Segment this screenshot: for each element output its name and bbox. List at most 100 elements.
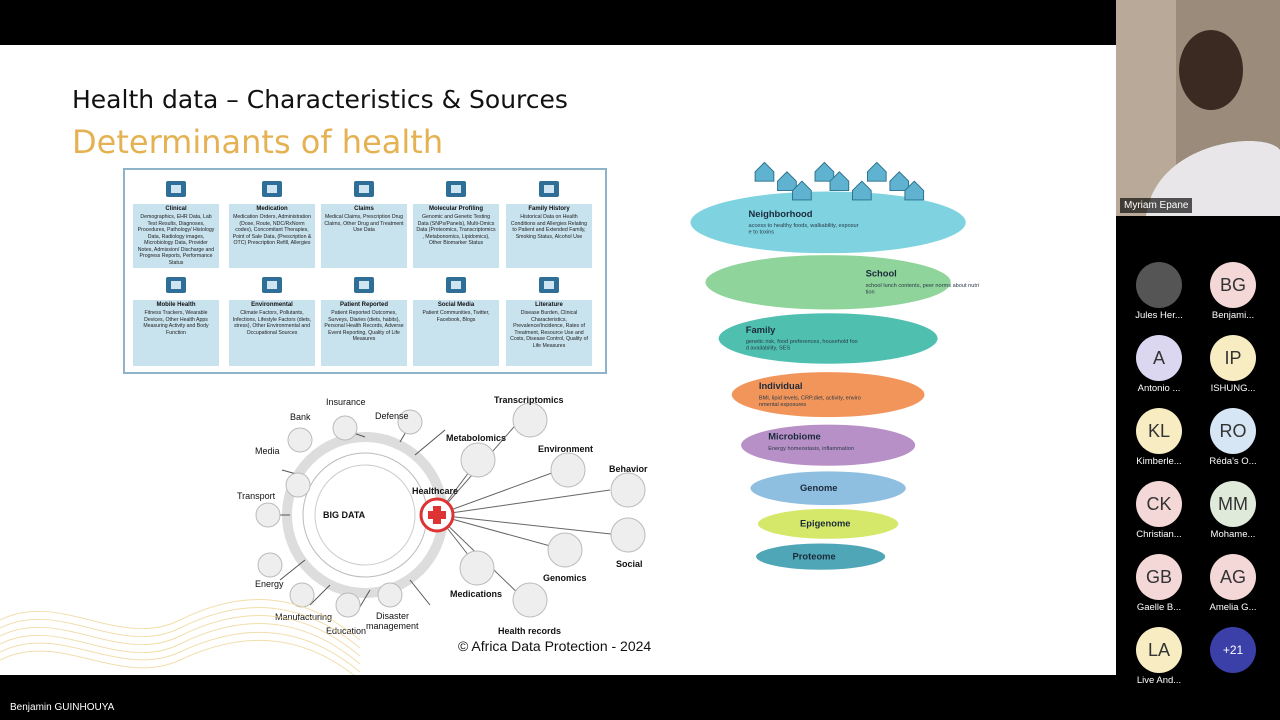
participant-name: Benjami... xyxy=(1211,310,1255,321)
social-label: Social xyxy=(616,559,643,569)
manufacturing-label: Manufacturing xyxy=(275,612,333,622)
funnel-layer-description: access to healthy foods, walkability, ex… xyxy=(749,223,859,229)
funnel-layer xyxy=(756,506,901,541)
funnel-layer-description-cont: nmental exposures xyxy=(759,402,807,408)
funnel-layer xyxy=(748,469,908,507)
participant-tile[interactable]: MM Mohame... xyxy=(1198,481,1268,547)
participant-name: Amelia G... xyxy=(1209,602,1257,613)
funnel-layer-title: School xyxy=(866,269,897,279)
genomics-label: Genomics xyxy=(543,573,587,583)
presenter-name: Benjamin GUINHOUYA xyxy=(10,702,115,713)
funnel-layer xyxy=(754,541,888,572)
houses-illustration xyxy=(754,161,925,201)
participant-avatar xyxy=(1136,262,1182,308)
participant-tile[interactable]: A Antonio ... xyxy=(1124,335,1194,401)
participant-avatar: CK xyxy=(1136,481,1182,527)
funnel-layer-description-cont: d availability, SES xyxy=(746,346,791,352)
medications-label: Medications xyxy=(450,589,503,599)
funnel-layer-title: Family xyxy=(746,325,776,335)
source-heading: Social Media xyxy=(437,302,475,308)
participant-avatar: RO xyxy=(1210,408,1256,454)
participant-tile[interactable]: BG Benjami... xyxy=(1198,262,1268,328)
shared-slide: Health data – Characteristics & Sources … xyxy=(0,45,1116,675)
video-person-figure xyxy=(1116,0,1280,216)
insurance-label: Insurance xyxy=(326,397,366,407)
decorative-wave xyxy=(0,599,360,675)
slide-title: Health data – Characteristics & Sources xyxy=(72,85,568,114)
participant-name: Mohame... xyxy=(1210,529,1256,540)
funnel-layer-description: Energy homeostasis, inflammation xyxy=(768,446,854,452)
source-heading: Medication xyxy=(256,206,288,212)
self-name-tag: Myriam Epane xyxy=(1120,198,1193,213)
participant-name: Jules Her... xyxy=(1135,310,1183,321)
participant-avatar: MM xyxy=(1210,481,1256,527)
big-data-label: BIG DATA xyxy=(323,510,366,520)
slide-subtitle: Determinants of health xyxy=(72,123,444,161)
metabolomics-label: Metabolomics xyxy=(446,433,507,443)
funnel-layer-description-cont: tion xyxy=(866,290,875,296)
bottom-black-bar xyxy=(0,675,1116,720)
health-records-label: Health records xyxy=(498,626,562,636)
prescription-icon xyxy=(259,178,285,200)
bank-label: Bank xyxy=(290,412,311,422)
funnel-layer-title: Epigenome xyxy=(800,519,850,529)
dna-icon xyxy=(443,178,469,200)
twitter-icon xyxy=(443,274,469,296)
source-description: Fitness Trackers, Wearable Devices, Othe… xyxy=(143,310,209,336)
source-heading: Literature xyxy=(535,302,563,308)
big-data-diagram xyxy=(255,402,646,618)
disaster-label: Disaster xyxy=(376,611,410,621)
participant-avatar: A xyxy=(1136,335,1182,381)
phone-heart-icon xyxy=(163,274,189,296)
source-heading: Family History xyxy=(528,206,570,212)
source-description: Medication Orders, Administration (Dose,… xyxy=(232,214,312,246)
transcriptomics-label: Transcriptomics xyxy=(494,395,564,405)
source-heading: Mobile Health xyxy=(156,302,196,308)
participant-avatar: IP xyxy=(1210,335,1256,381)
funnel-layer-description: genetic risk, food preferences, househol… xyxy=(746,339,858,345)
participant-tile[interactable]: IP ISHUNG... xyxy=(1198,335,1268,401)
funnel-layer-description: BMI, lipid levels, CRP,diet, activity, e… xyxy=(759,395,861,401)
source-description: Demographics, EHR Data, Lab Test Results… xyxy=(137,214,215,266)
defense-label: Defense xyxy=(375,411,409,421)
globe-icon xyxy=(259,274,285,296)
funnel-layer xyxy=(729,370,927,419)
media-label: Media xyxy=(255,446,280,456)
participant-avatar: KL xyxy=(1136,408,1182,454)
monitor-icon xyxy=(351,274,377,296)
funnel-layer-title: Neighborhood xyxy=(749,209,813,219)
management-label: management xyxy=(366,621,419,631)
participant-tile[interactable]: +21 xyxy=(1198,627,1268,693)
behavior-label: Behavior xyxy=(609,464,648,474)
participants-panel: Jules Her... BG Benjami... A Antonio ... IP IS… xyxy=(1116,216,1280,720)
funnel-layer-title: Individual xyxy=(759,381,803,391)
participant-tile[interactable]: Jules Her... xyxy=(1124,262,1194,328)
participant-name: Gaelle B... xyxy=(1136,602,1182,613)
participant-avatar: LA xyxy=(1136,627,1182,673)
participant-avatar: +21 xyxy=(1210,627,1256,673)
participant-name: ISHUNG... xyxy=(1210,383,1256,394)
participant-tile[interactable]: CK Christian... xyxy=(1124,481,1194,547)
source-heading: Environmental xyxy=(251,302,293,308)
energy-label: Energy xyxy=(255,579,284,589)
funnel-layer xyxy=(716,311,940,366)
funnel-layer xyxy=(703,253,953,312)
source-description: Historical Data on Health Conditions and… xyxy=(510,214,588,240)
participant-name: Antonio ... xyxy=(1137,383,1181,394)
self-video-tile[interactable] xyxy=(1116,0,1280,216)
participant-avatar: BG xyxy=(1210,262,1256,308)
source-description: Disease Burden, Clinical Characteristics… xyxy=(510,310,588,349)
participant-name: Christian... xyxy=(1136,529,1182,540)
source-description: Patient Communities, Twitter, Facebook, … xyxy=(422,310,490,323)
source-heading: Clinical xyxy=(165,206,187,212)
top-black-bar xyxy=(0,0,1116,45)
source-description: Genomic and Genetic Testing Data (SNPs/P… xyxy=(416,214,496,246)
transport-label: Transport xyxy=(237,491,276,501)
hospital-icon xyxy=(163,178,189,200)
